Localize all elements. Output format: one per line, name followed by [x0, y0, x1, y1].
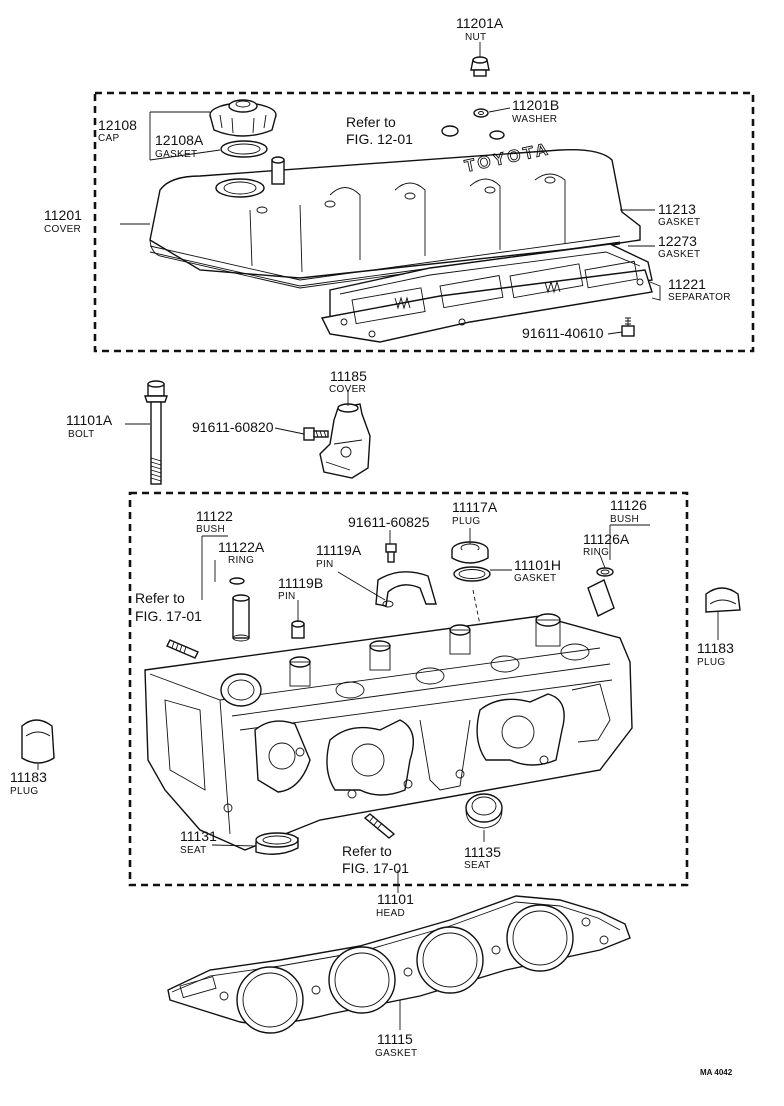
head-name: HEAD — [376, 908, 405, 919]
plug-gasket-name: GASKET — [514, 573, 556, 584]
washer-name: WASHER — [512, 114, 557, 125]
plug-top-drawing — [451, 541, 512, 626]
cover-group-box — [93, 91, 755, 353]
small-cover-bolt-drawing — [303, 427, 329, 441]
head-gasket-drawing — [167, 895, 631, 1034]
small-cover-number: 11185 — [330, 368, 367, 384]
separator-gasket-name: GASKET — [658, 249, 700, 260]
cap-number: 12108 — [98, 117, 137, 133]
pin-a-name: PIN — [316, 559, 334, 570]
ref-fig17a-line1: Refer to — [135, 590, 185, 606]
bush-exhaust-number: 11126 — [610, 497, 647, 513]
seat-exhaust-number: 11135 — [464, 844, 501, 860]
small-cover-name: COVER — [329, 384, 366, 395]
leader-lines — [37, 209, 719, 1030]
ref-fig17b-line1: Refer to — [342, 843, 392, 859]
plug-left-drawing — [21, 719, 55, 764]
separator-number: 11221 — [668, 276, 706, 292]
pin-b-number: 11119B — [278, 575, 323, 591]
seat-intake-number: 11131 — [180, 828, 217, 844]
ring-intake-name: RING — [228, 555, 254, 566]
ref-fig17a-line2: FIG. 17-01 — [135, 608, 202, 624]
separator-bolt-number: 91611-40610 — [522, 325, 604, 341]
cap-gasket-number: 12108A — [155, 132, 204, 148]
head-number: 11101 — [377, 891, 414, 907]
diagram-code: MA 4042 — [700, 1068, 733, 1077]
small-cover-drawing — [319, 403, 371, 479]
nut-drawing — [470, 42, 490, 77]
seat-exhaust-drawing — [465, 793, 503, 829]
nut-name: NUT — [465, 32, 486, 43]
pin-a-number: 11119A — [316, 542, 362, 558]
head-gasket-name: GASKET — [375, 1048, 417, 1059]
separator-drawing — [320, 243, 653, 343]
cap-name: CAP — [98, 133, 119, 144]
separator-bolt-drawing — [621, 317, 635, 337]
pin-bolt-drawing — [385, 543, 397, 563]
ref-fig17b-line2: FIG. 17-01 — [342, 860, 409, 876]
head-gasket-number: 11115 — [377, 1031, 413, 1047]
plug-right-drawing — [705, 587, 741, 613]
cover-gasket-number: 11213 — [658, 201, 696, 217]
ref-fig12-line1: Refer to — [346, 114, 396, 130]
washer-number: 11201B — [512, 97, 559, 113]
plug-left-name: PLUG — [10, 786, 38, 797]
pin-bolt-number: 91611-60825 — [348, 514, 430, 530]
small-cover-bolt-number: 91611-60820 — [192, 419, 274, 435]
head-bolt-number: 11101A — [66, 412, 113, 428]
separator-name: SEPARATOR — [668, 292, 731, 303]
plug-gasket-number: 11101H — [514, 557, 561, 573]
ring-intake-number: 11122A — [218, 539, 265, 555]
head-bolt-drawing — [144, 380, 168, 485]
head-group-box — [128, 491, 689, 887]
pin-a-drawing — [337, 571, 437, 608]
pin-b-name: PIN — [278, 591, 296, 602]
plug-top-number: 11117A — [452, 499, 498, 515]
plug-left-number: 11183 — [10, 769, 47, 785]
valve-cover-drawing: TOYOTA — [149, 125, 641, 289]
bush-intake-number: 11122 — [196, 508, 233, 524]
plug-top-name: PLUG — [452, 516, 480, 527]
ref-fig12-line2: FIG. 12-01 — [346, 131, 413, 147]
bush-intake-name: BUSH — [196, 524, 225, 535]
stud-lower-drawing — [363, 813, 396, 839]
cap-gasket-name: GASKET — [155, 149, 197, 160]
seat-intake-drawing — [255, 832, 299, 855]
separator-gasket-number: 12273 — [658, 233, 697, 249]
cover-number: 11201 — [44, 207, 82, 223]
cylinder-head-drawing — [144, 613, 633, 851]
pin-b-drawing — [291, 620, 305, 639]
plug-right-number: 11183 — [697, 640, 734, 656]
plug-right-name: PLUG — [697, 657, 725, 668]
cover-name: COVER — [44, 224, 81, 235]
oil-cap-drawing — [149, 99, 277, 161]
seat-intake-name: SEAT — [180, 845, 207, 856]
head-bolt-name: BOLT — [68, 429, 95, 440]
bush-exhaust-name: BUSH — [610, 514, 639, 525]
bush-intake-drawing — [201, 535, 250, 642]
stud-upper-drawing — [166, 639, 199, 659]
ring-exhaust-name: RING — [583, 547, 609, 558]
nut-number: 11201A — [456, 15, 504, 31]
seat-exhaust-name: SEAT — [464, 860, 491, 871]
ring-exhaust-number: 11126A — [583, 531, 630, 547]
washer-drawing — [473, 107, 511, 118]
cover-gasket-name: GASKET — [658, 217, 700, 228]
